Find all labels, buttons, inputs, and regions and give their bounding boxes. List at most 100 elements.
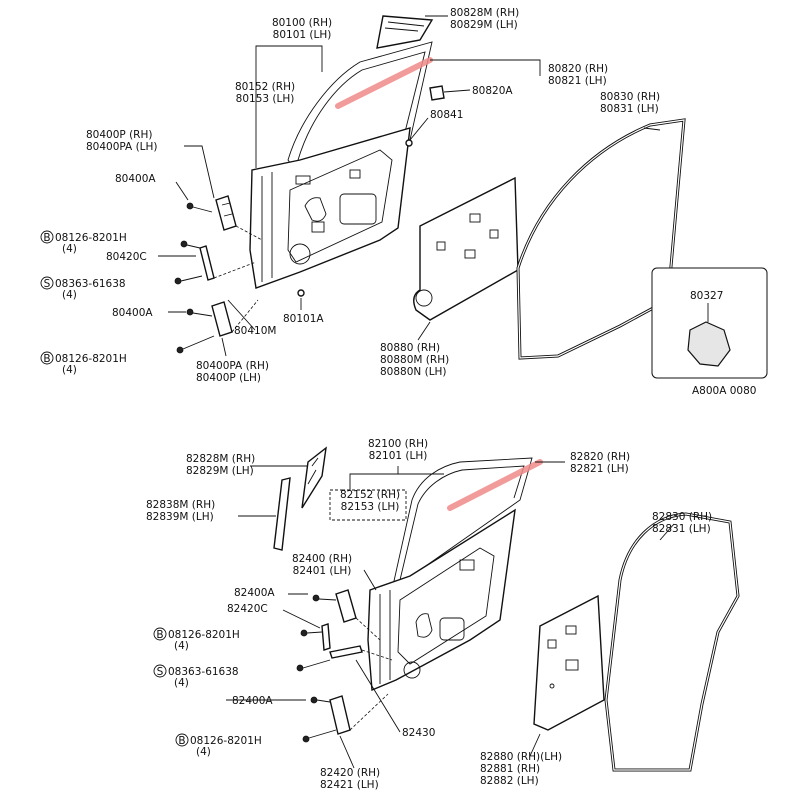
label-line: 82828M (RH) (186, 453, 255, 465)
label-line: 82831 (LH) (652, 523, 711, 535)
label-82400A-lower: 82400A (232, 695, 273, 707)
label-80828M: 80828M (RH)80829M (LH) (450, 7, 519, 31)
svg-text:08363-61638: 08363-61638 (168, 666, 239, 678)
label-line: 80820 (RH) (548, 63, 608, 75)
front-bolt-label-2: B 08126-8201H (4) (40, 351, 127, 376)
front-clip-80820A (429, 85, 445, 101)
rear-screw-label: S 08363-61638 (4) (153, 664, 239, 689)
rear-hinge-lower (329, 695, 351, 735)
label-line: 80400PA (RH) (196, 360, 269, 372)
label-line: 80880 (RH) (380, 342, 440, 354)
label-line: 80880N (LH) (380, 366, 447, 378)
front-screw-label: S 08363-61638 (4) (40, 276, 126, 301)
label-line: 82820 (RH) (570, 451, 630, 463)
front-hinge-upper (215, 195, 237, 231)
label-82400A-upper: 82400A (234, 587, 275, 599)
front-door-panel (249, 127, 411, 289)
label-82830: 82830 (RH)82831 (LH) (652, 511, 712, 535)
svg-text:(4): (4) (62, 289, 77, 301)
label-line: 82153 (LH) (341, 501, 400, 513)
svg-text:B: B (156, 629, 163, 641)
label-82420: 82420 (RH)82421 (LH) (320, 767, 380, 791)
label-80327: 80327 (690, 290, 723, 302)
svg-text:08126-8201H: 08126-8201H (190, 735, 262, 747)
label-line: 80101 (LH) (273, 29, 332, 41)
label-line: 82401 (LH) (293, 565, 352, 577)
svg-text:(4): (4) (62, 364, 77, 376)
rear-door-panel (367, 508, 516, 692)
label-line: 80400PA (LH) (86, 141, 158, 153)
label-line: 82880 (RH)(LH) (480, 751, 562, 763)
front-plug-80101A (297, 289, 305, 297)
label-line: 80831 (LH) (600, 103, 659, 115)
label-line: 82838M (RH) (146, 499, 215, 511)
label-line: 80829M (LH) (450, 19, 518, 31)
label-80841: 80841 (430, 109, 463, 121)
svg-text:(4): (4) (174, 640, 189, 652)
svg-text:08363-61638: 08363-61638 (55, 278, 126, 290)
rear-weatherstrip (604, 512, 740, 772)
svg-text:(4): (4) (196, 746, 211, 758)
svg-text:(4): (4) (62, 243, 77, 255)
front-screw-1 (174, 275, 203, 285)
label-80400PA: 80400PA (RH)80400P (LH) (196, 360, 269, 384)
label-80101A: 80101A (283, 313, 324, 325)
rear-screw-1 (296, 659, 331, 672)
front-door-assembly (158, 15, 768, 379)
rear-check-link (321, 623, 331, 651)
label-line: 80152 (RH) (235, 81, 295, 93)
rear-sash-seal (273, 477, 291, 551)
figure-code: A800A 0080 (692, 385, 756, 397)
front-bolt-4 (176, 335, 215, 354)
front-window-frame (287, 41, 433, 176)
svg-text:08126-8201H: 08126-8201H (55, 232, 127, 244)
label-80420C: 80420C (106, 251, 147, 263)
label-82430: 82430 (402, 727, 435, 739)
rear-weatherstrip-highlight (447, 459, 543, 511)
rear-hinge-upper (335, 589, 357, 623)
svg-text:B: B (43, 353, 50, 365)
front-grommet-80841 (405, 139, 413, 147)
label-80400A-lower: 80400A (112, 307, 153, 319)
svg-text:B: B (178, 735, 185, 747)
label-line: 80880M (RH) (380, 354, 449, 366)
rear-glass-run-upper (301, 446, 327, 509)
label-line: 82400 (RH) (292, 553, 352, 565)
front-bolt-2 (180, 240, 201, 249)
svg-text:S: S (157, 666, 164, 678)
label-line: 80828M (RH) (450, 7, 519, 19)
label-line: 82839M (LH) (146, 511, 214, 523)
rear-sealing-screen (533, 594, 605, 731)
front-weatherstrip-highlight (335, 57, 433, 109)
svg-text:S: S (44, 278, 51, 290)
svg-text:B: B (43, 232, 50, 244)
label-line: 82830 (RH) (652, 511, 712, 523)
rear-bolt-label-1: B 08126-8201H (4) (153, 627, 240, 652)
label-line: 80400P (RH) (86, 129, 152, 141)
front-bolt-1 (186, 202, 213, 213)
label-line: 80830 (RH) (600, 91, 660, 103)
label-line: 82882 (LH) (480, 775, 539, 787)
label-line: 82420 (RH) (320, 767, 380, 779)
label-line: 80153 (LH) (236, 93, 295, 105)
label-80820: 80820 (RH)80821 (LH) (548, 63, 608, 87)
rear-bolt-1 (312, 594, 337, 602)
rear-bolt-4 (302, 729, 337, 743)
label-80400A-upper: 80400A (115, 173, 156, 185)
label-80100: 80100 (RH)80101 (LH) (272, 17, 332, 41)
label-line: 80400P (LH) (196, 372, 261, 384)
rear-bolt-2 (300, 629, 323, 637)
label-82420C: 82420C (227, 603, 268, 615)
label-82880: 82880 (RH)(LH)82881 (RH)82882 (LH) (480, 751, 562, 787)
label-82100: 82100 (RH)82101 (LH) (368, 438, 428, 462)
label-82152: 82152 (RH)82153 (LH) (340, 489, 400, 513)
label-80400P: 80400P (RH)80400PA (LH) (86, 129, 158, 153)
label-line: 82101 (LH) (369, 450, 428, 462)
label-line: 82829M (LH) (186, 465, 254, 477)
label-line: 82421 (LH) (320, 779, 379, 791)
svg-text:08126-8201H: 08126-8201H (55, 353, 127, 365)
svg-text:08126-8201H: 08126-8201H (168, 629, 240, 641)
front-sealing-screen (413, 176, 519, 321)
rear-bolt-label-2: B 08126-8201H (4) (175, 733, 262, 758)
